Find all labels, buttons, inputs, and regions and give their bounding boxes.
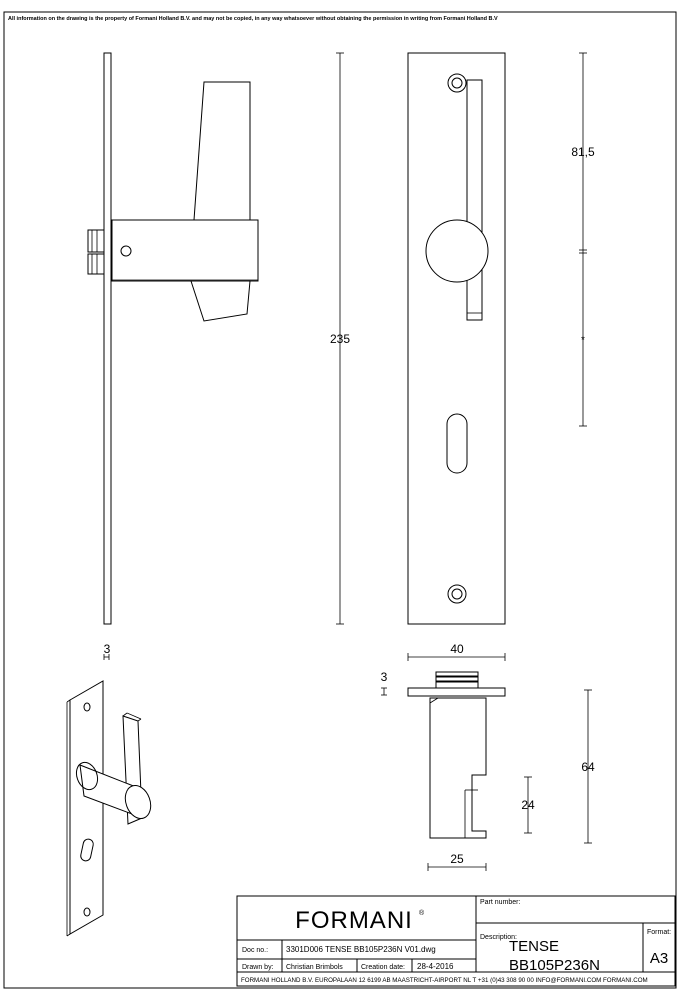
title-block: FORMANI ® Part number: Description: TENS… [236, 895, 676, 987]
iso-plate [69, 680, 104, 935]
dim-text-81-5: 81,5 [571, 145, 595, 159]
dim-text-star: * [581, 335, 585, 346]
front-top-screw [451, 77, 463, 89]
creation-date-label: Creation date: [361, 964, 405, 971]
iso-rose-face [124, 785, 152, 819]
dimension-235: 235 [330, 52, 350, 625]
side-view [87, 52, 259, 625]
side-rose [111, 219, 259, 282]
dim-text-40: 40 [450, 642, 464, 656]
side-lever-blade-lower [190, 280, 251, 322]
description-line1: TENSE [509, 938, 559, 955]
drawn-by-label: Drawn by: [242, 964, 274, 971]
front-plate [407, 52, 506, 625]
front-key-slot [446, 413, 468, 474]
sheet-border [3, 11, 677, 989]
creation-date-value: 28-4-2016 [417, 962, 454, 971]
dim-text-3-top: 3 [381, 670, 388, 684]
dim-text-235: 235 [330, 332, 350, 346]
doc-no-label: Doc no.: [242, 947, 268, 954]
part-number-label: Part number: [480, 899, 521, 906]
dim-text-25: 25 [450, 852, 464, 866]
dim-text-64: 64 [581, 760, 595, 774]
side-stud-lower [87, 253, 105, 275]
copyright-notice: All information on the drawing is the pr… [8, 16, 498, 22]
description-line2: BB105P236N [509, 957, 600, 974]
doc-no-value: 3301D006 TENSE BB105P236N V01.dwg [286, 945, 436, 954]
front-lever-bar [466, 79, 483, 321]
top-view: 40 3 64 24 [381, 642, 595, 871]
isometric-view [66, 680, 152, 937]
dim-text-3-side: 3 [104, 642, 111, 656]
front-view [407, 52, 506, 625]
side-lever-blade-upper [193, 81, 251, 221]
brand-registered: ® [419, 909, 425, 917]
side-plate [103, 52, 112, 625]
front-bottom-screw [451, 588, 463, 600]
brand-logo: FORMANI [295, 907, 413, 934]
side-screw-hole [120, 245, 132, 257]
dim-text-24: 24 [521, 798, 535, 812]
front-rose-disc [425, 219, 489, 283]
iso-key-slot [80, 838, 94, 862]
dimension-81-5: 81,5 * [571, 52, 595, 427]
side-stud-upper [87, 229, 105, 253]
drawn-by-value: Christian Brimbols [286, 964, 343, 971]
top-plate [407, 687, 506, 697]
dimension-3-side: 3 [103, 642, 111, 660]
format-label: Format: [647, 929, 671, 936]
company-footer: FORMANI HOLLAND B.V. EUROPALAAN 12 6199 … [241, 977, 648, 984]
description-label: Description: [480, 934, 517, 941]
format-value: A3 [650, 950, 668, 967]
top-rose-lever [429, 697, 487, 839]
